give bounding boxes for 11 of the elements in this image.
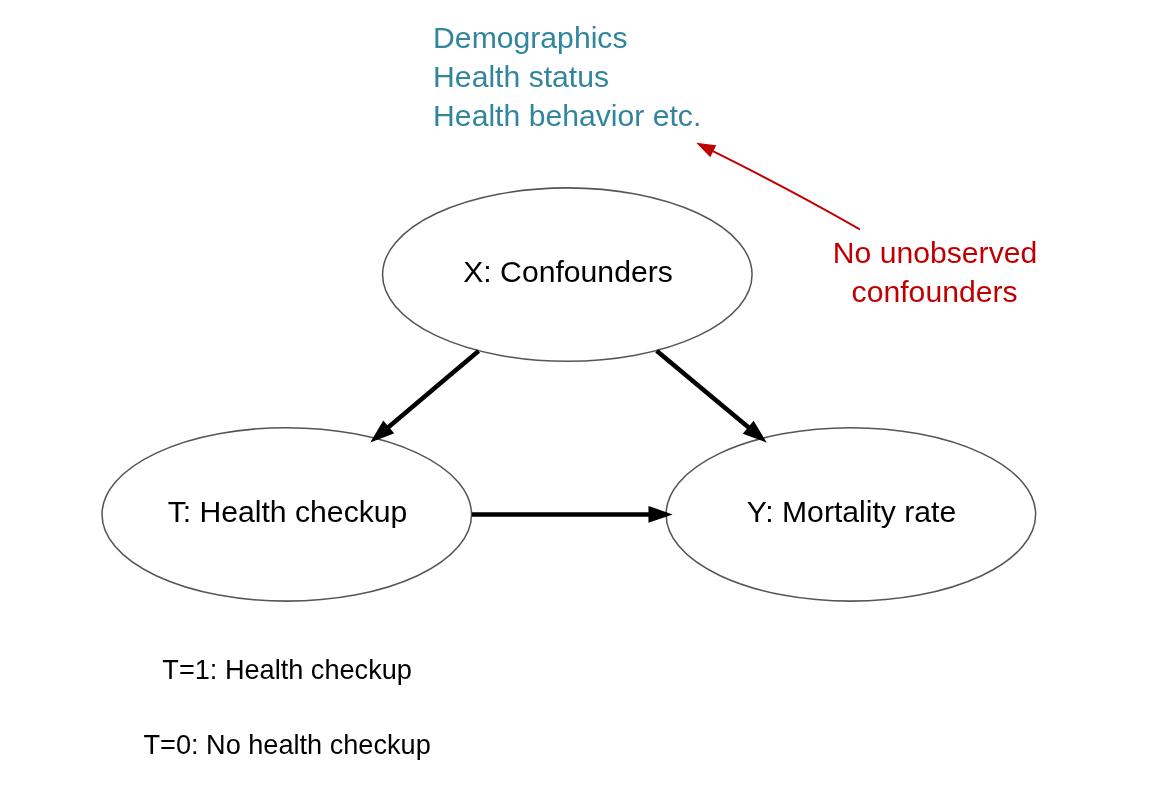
label: T=1: Health checkup <box>161 653 412 685</box>
arrow <box>369 349 480 443</box>
arrow <box>695 142 861 231</box>
node-ellipse: T: Health checkup <box>100 426 472 602</box>
label: T=0: No health checkup <box>143 729 431 761</box>
node-text: No unobserved confounders <box>832 235 1037 308</box>
arrow <box>471 505 673 523</box>
node-ellipse: Y: Mortality rate <box>664 426 1036 602</box>
node-text: Demographics Health status Health behavior etc. <box>432 20 701 133</box>
arrow <box>654 348 767 443</box>
node-ellipse: X: Confounders <box>381 187 753 363</box>
